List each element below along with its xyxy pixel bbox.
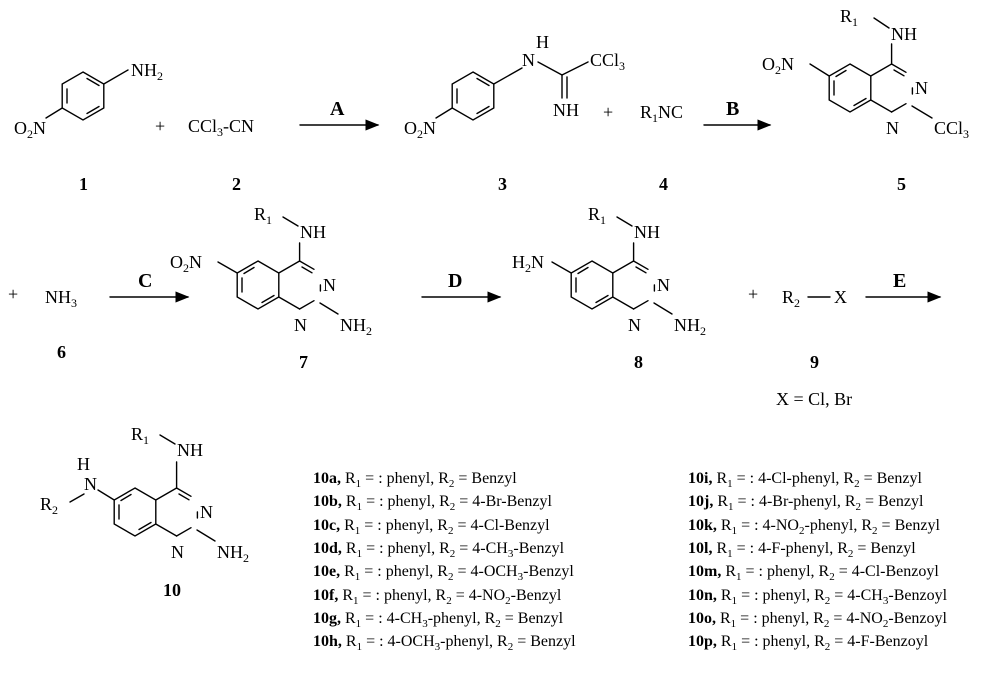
svg-text:NH2: NH2 xyxy=(217,542,249,565)
compound-row-left-7: 10h, R1 = : 4-OCH3-phenyl, R2 = Benzyl xyxy=(313,633,576,654)
step-A: A xyxy=(330,98,345,120)
svg-text:N: N xyxy=(294,315,307,335)
svg-text:N: N xyxy=(200,502,213,522)
label-7: 7 xyxy=(299,352,308,372)
plus-1: + xyxy=(155,116,165,136)
compound-row-left-0: 10a, R1 = : phenyl, R2 = Benzyl xyxy=(313,470,517,491)
label-4: 4 xyxy=(659,174,668,194)
reagent-alkyl-halide: R2 X xyxy=(782,287,847,310)
svg-text:N: N xyxy=(915,78,928,98)
step-E: E xyxy=(893,270,906,292)
svg-text:R2: R2 xyxy=(40,494,58,517)
compound-row-right-4: 10m, R1 = : phenyl, R2 = 4-Cl-Benzoyl xyxy=(688,563,939,584)
compound-row-right-7: 10p, R1 = : phenyl, R2 = 4-F-Benzoyl xyxy=(688,633,929,654)
svg-text:O2N: O2N xyxy=(14,118,46,141)
label-2: 2 xyxy=(232,174,241,194)
step-D: D xyxy=(448,270,462,292)
compound-5-structure: N N CCl3 NH R1 O2N xyxy=(762,6,969,141)
label-1: 1 xyxy=(79,174,88,194)
compound-row-left-5: 10f, R1 = : phenyl, R2 = 4-NO2-Benzyl xyxy=(313,586,562,607)
compound-row-right-2: 10k, R1 = : 4-NO2-phenyl, R2 = Benzyl xyxy=(688,516,940,537)
label-3: 3 xyxy=(498,174,507,194)
compound-row-left-4: 10e, R1 = : phenyl, R2 = 4-OCH3-Benzyl xyxy=(313,563,574,584)
compound-10-structure: N N NH2 NH R1 N H R2 xyxy=(40,424,249,565)
svg-text:R1: R1 xyxy=(131,424,149,447)
svg-text:NH: NH xyxy=(300,222,326,242)
svg-text:NH2: NH2 xyxy=(340,315,372,338)
step-C: C xyxy=(138,270,152,292)
svg-text:O2N: O2N xyxy=(170,252,202,275)
reagent-ammonia: NH3 xyxy=(45,287,77,310)
compound-row-right-0: 10i, R1 = : 4-Cl-phenyl, R2 = Benzyl xyxy=(688,470,922,491)
svg-text:N: N xyxy=(657,275,670,295)
step-B: B xyxy=(726,98,739,120)
label-10: 10 xyxy=(163,580,181,600)
label-6: 6 xyxy=(57,342,66,362)
svg-text:NH: NH xyxy=(891,24,917,44)
svg-text:NH: NH xyxy=(177,440,203,460)
svg-text:N: N xyxy=(171,542,184,562)
svg-text:N: N xyxy=(628,315,641,335)
compound-row-left-2: 10c, R1 = : phenyl, R2 = 4-Cl-Benzyl xyxy=(313,516,550,537)
svg-text:R2: R2 xyxy=(782,287,800,310)
svg-text:O2N: O2N xyxy=(762,54,794,77)
plus-4: + xyxy=(748,284,758,304)
svg-text:CCl3: CCl3 xyxy=(590,50,625,73)
compound-7-structure: N N NH2 NH R1 O2N xyxy=(170,204,372,338)
compound-3-structure: N H CCl3 NH O2N xyxy=(404,32,625,141)
plus-2: + xyxy=(603,102,613,122)
compound-row-left-1: 10b, R1 = : phenyl, R2 = 4-Br-Benzyl xyxy=(313,493,552,514)
svg-text:H2N: H2N xyxy=(512,252,544,275)
svg-text:NH2: NH2 xyxy=(131,60,163,83)
svg-text:R1: R1 xyxy=(588,204,606,227)
note-halide: X = Cl, Br xyxy=(776,389,852,409)
label-5: 5 xyxy=(897,174,906,194)
svg-text:N: N xyxy=(886,118,899,138)
svg-text:NH: NH xyxy=(553,100,579,120)
svg-text:NH2: NH2 xyxy=(674,315,706,338)
svg-text:R1: R1 xyxy=(254,204,272,227)
label-9: 9 xyxy=(810,352,819,372)
plus-3: + xyxy=(8,284,18,304)
compound-row-left-6: 10g, R1 = : 4-CH3-phenyl, R2 = Benzyl xyxy=(313,609,564,630)
label-8: 8 xyxy=(634,352,643,372)
compound-row-right-1: 10j, R1 = : 4-Br-phenyl, R2 = Benzyl xyxy=(688,493,924,514)
compound-1-structure: NH2 O2N xyxy=(14,60,163,141)
svg-text:H: H xyxy=(77,454,90,474)
svg-text:X: X xyxy=(834,287,847,307)
compound-row-left-3: 10d, R1 = : phenyl, R2 = 4-CH3-Benzyl xyxy=(313,539,565,561)
compound-row-right-5: 10n, R1 = : phenyl, R2 = 4-CH3-Benzoyl xyxy=(688,586,948,607)
svg-text:N: N xyxy=(323,275,336,295)
compound-row-right-3: 10l, R1 = : 4-F-phenyl, R2 = Benzyl xyxy=(688,539,916,561)
svg-text:H: H xyxy=(536,32,549,52)
svg-text:R1: R1 xyxy=(840,6,858,29)
svg-text:N: N xyxy=(522,50,535,70)
compound-row-right-6: 10o, R1 = : phenyl, R2 = 4-NO2-Benzoyl xyxy=(688,609,947,630)
reagent-isocyanide: R1NC xyxy=(640,102,683,125)
svg-text:CCl3: CCl3 xyxy=(934,118,969,141)
svg-text:O2N: O2N xyxy=(404,118,436,141)
compound-8-structure: N N NH2 NH R1 H2N xyxy=(512,204,706,338)
reagent-trichloroacetonitrile: CCl3-CN xyxy=(188,116,254,139)
svg-text:NH: NH xyxy=(634,222,660,242)
svg-text:N: N xyxy=(84,474,97,494)
